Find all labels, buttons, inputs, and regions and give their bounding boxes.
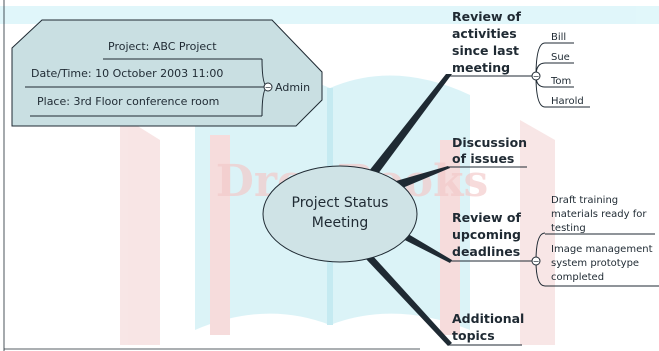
svg-text:−: − [265, 83, 272, 92]
central-topic-bubble[interactable] [262, 165, 418, 263]
branch-review-activities[interactable]: Review of activities since last meeting [452, 9, 522, 75]
deadlines-line2: upcoming [452, 227, 521, 242]
central-topic-line1: Project Status [292, 195, 389, 211]
svg-text:−: − [533, 257, 540, 266]
info-panel [11, 19, 323, 127]
admin-label: Admin [275, 81, 310, 94]
review-line2: activities [452, 26, 517, 41]
attendee-sue[interactable]: Sue [551, 52, 570, 63]
branch-deadlines[interactable]: Review of upcoming deadlines [452, 210, 522, 259]
training-line2: materials ready for [551, 209, 647, 220]
attendee-harold[interactable]: Harold [551, 96, 584, 107]
discussion-line1: Discussion [452, 135, 527, 150]
review-line1: Review of [452, 9, 522, 24]
deadlines-line1: Review of [452, 210, 522, 225]
training-line3: testing [551, 223, 586, 234]
discussion-line2: of issues [452, 151, 514, 166]
deadline-item-image-management[interactable]: Image management system prototype comple… [551, 244, 653, 283]
branch-additional[interactable]: Additional topics [452, 311, 524, 343]
branch-line-additional [366, 255, 452, 346]
review-collapse-toggle[interactable]: − [531, 71, 541, 81]
central-topic-line2: Meeting [312, 215, 368, 231]
imgmgmt-line2: system prototype [551, 258, 639, 269]
additional-line1: Additional [452, 311, 524, 326]
additional-line2: topics [452, 328, 495, 343]
training-line1: Draft training [551, 195, 618, 206]
attendee-bill[interactable]: Bill [551, 32, 566, 43]
svg-text:−: − [533, 72, 540, 81]
attendee-connectors [535, 42, 546, 108]
info-datetime: Date/Time: 10 October 2003 11:00 [31, 67, 223, 80]
deadlines-collapse-toggle[interactable]: − [531, 256, 541, 266]
admin-collapse-toggle[interactable]: − [263, 82, 273, 92]
imgmgmt-line3: completed [551, 272, 604, 283]
branch-discussion[interactable]: Discussion of issues [452, 135, 527, 166]
info-place: Place: 3rd Floor conference room [37, 95, 219, 108]
info-project: Project: ABC Project [108, 40, 217, 53]
review-line3: since last [452, 43, 519, 58]
imgmgmt-line1: Image management [551, 244, 653, 255]
deadline-item-training[interactable]: Draft training materials ready for testi… [551, 195, 647, 234]
deadlines-line3: deadlines [452, 244, 520, 259]
attendee-tom[interactable]: Tom [550, 76, 571, 87]
branch-line-review [365, 74, 452, 182]
branch-line-discussion [396, 166, 450, 189]
review-line4: meeting [452, 60, 510, 75]
